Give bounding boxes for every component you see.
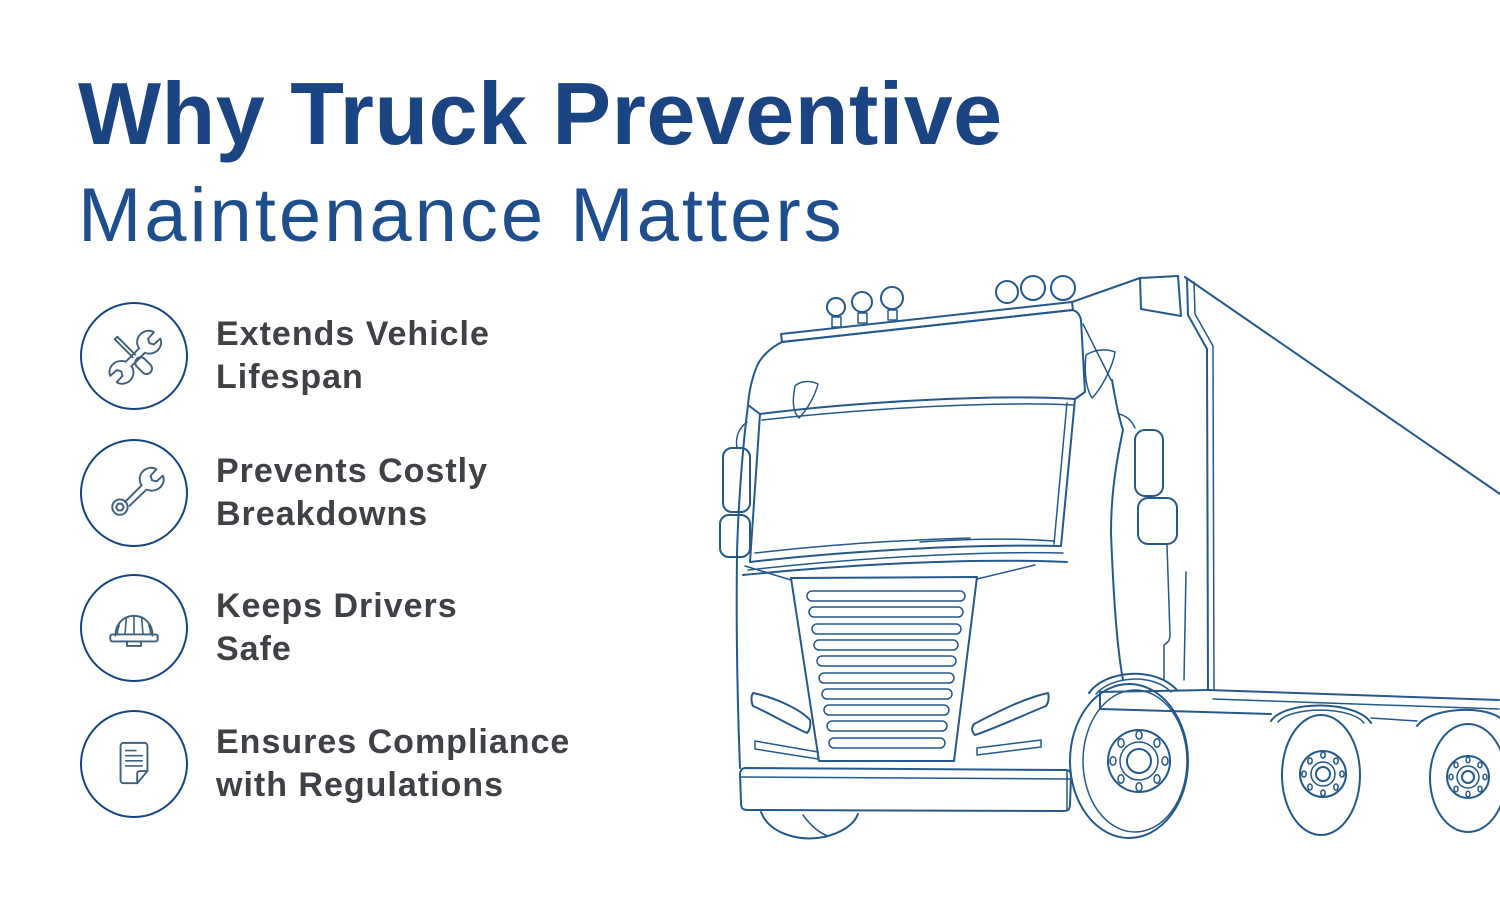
benefit-label: Prevents Costly Breakdowns bbox=[216, 450, 488, 536]
benefit-label: Ensures Compliance with Regulations bbox=[216, 721, 570, 807]
benefit-label: Keeps Drivers Safe bbox=[216, 585, 458, 671]
benefit-label-line1: Keeps Drivers bbox=[216, 587, 458, 625]
title-line-1: Why Truck Preventive bbox=[78, 64, 1003, 163]
benefit-label-line1: Extends Vehicle bbox=[216, 315, 490, 353]
benefit-item-ensures-compliance: Ensures Compliance with Regulations bbox=[80, 710, 570, 818]
benefit-label-line2: with Regulations bbox=[216, 766, 504, 804]
document-icon bbox=[80, 710, 188, 818]
benefit-label-line2: Breakdowns bbox=[216, 495, 429, 533]
benefit-item-keeps-drivers-safe: Keeps Drivers Safe bbox=[80, 574, 458, 682]
wrench-icon bbox=[80, 439, 188, 547]
benefit-item-prevents-breakdowns: Prevents Costly Breakdowns bbox=[80, 439, 488, 547]
benefit-item-extends-lifespan: Extends Vehicle Lifespan bbox=[80, 302, 490, 410]
truck-illustration bbox=[715, 262, 1500, 862]
benefit-label-line1: Ensures Compliance bbox=[216, 723, 571, 761]
title-line-2: Maintenance Matters bbox=[78, 173, 845, 258]
benefit-label-line2: Safe bbox=[216, 630, 292, 668]
benefit-label-line1: Prevents Costly bbox=[216, 452, 488, 490]
benefit-label-line2: Lifespan bbox=[216, 358, 364, 396]
tools-icon bbox=[80, 302, 188, 410]
benefit-label: Extends Vehicle Lifespan bbox=[216, 313, 490, 399]
hard-hat-icon bbox=[80, 574, 188, 682]
